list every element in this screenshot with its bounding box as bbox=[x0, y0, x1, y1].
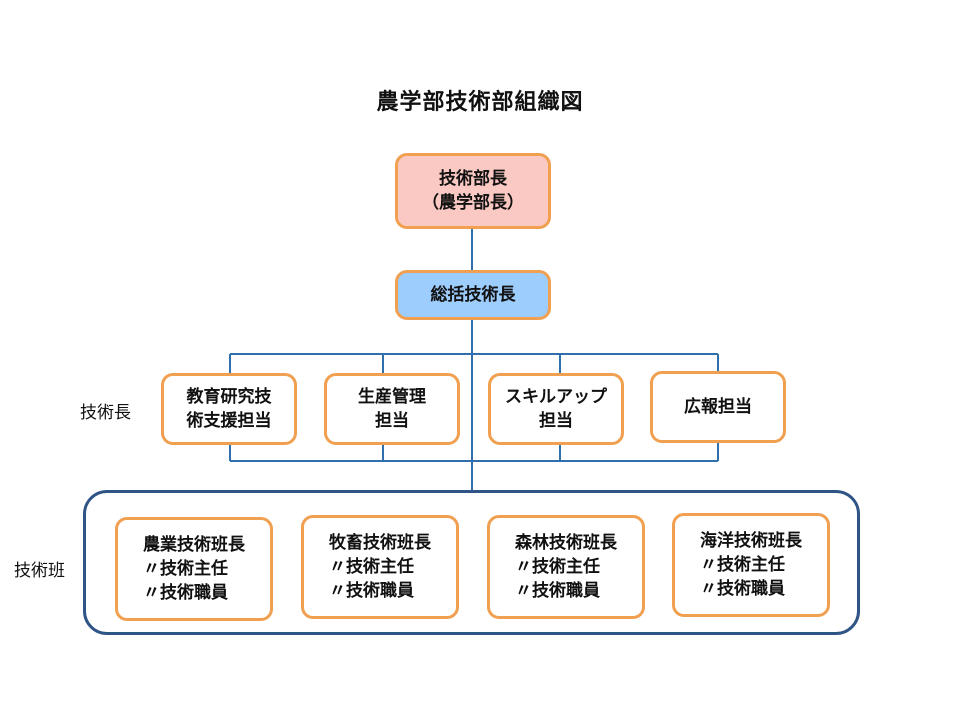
engineer-chief-box-skillup: スキルアップ 担当 bbox=[488, 373, 624, 445]
engineer-chief-line: 教育研究技 bbox=[186, 387, 272, 407]
team-lead: 牧畜技術班長 bbox=[329, 533, 431, 553]
team-member: 〃技術主任 bbox=[329, 557, 414, 577]
engineer-chief-line: 担当 bbox=[375, 411, 409, 431]
engineer-chief-line: 担当 bbox=[539, 411, 573, 431]
engineer-chief-line: 術支援担当 bbox=[186, 411, 272, 431]
engineer-chief-box-production: 生産管理 担当 bbox=[324, 373, 460, 445]
general-chief-label: 総括技術長 bbox=[430, 285, 516, 305]
team-member: 〃技術主任 bbox=[143, 559, 228, 579]
team-box-forest: 森林技術班長 〃技術主任 〃技術職員 bbox=[487, 515, 645, 619]
department-head-box: 技術部長 （農学部長） bbox=[395, 153, 551, 229]
team-member: 〃技術主任 bbox=[700, 555, 785, 575]
engineer-chief-line: スキルアップ bbox=[505, 387, 607, 407]
team-member: 〃技術主任 bbox=[515, 557, 600, 577]
team-box-agriculture: 農業技術班長 〃技術主任 〃技術職員 bbox=[115, 517, 273, 621]
general-chief-box: 総括技術長 bbox=[395, 270, 551, 320]
team-member: 〃技術職員 bbox=[143, 583, 228, 603]
team-row-label: 技術班 bbox=[14, 561, 65, 581]
engineer-chief-line: 広報担当 bbox=[684, 397, 752, 417]
team-lead: 海洋技術班長 bbox=[700, 531, 802, 551]
team-member: 〃技術職員 bbox=[329, 581, 414, 601]
team-lead: 農業技術班長 bbox=[143, 535, 245, 555]
engineer-chief-box-pr: 広報担当 bbox=[650, 371, 786, 443]
team-member: 〃技術職員 bbox=[515, 581, 600, 601]
team-group-frame bbox=[83, 490, 860, 635]
team-box-livestock: 牧畜技術班長 〃技術主任 〃技術職員 bbox=[301, 515, 459, 619]
team-lead: 森林技術班長 bbox=[515, 533, 617, 553]
page-title: 農学部技術部組織図 bbox=[376, 90, 584, 115]
department-head-title: 技術部長 bbox=[439, 169, 507, 189]
engineer-chief-row-label: 技術長 bbox=[80, 403, 131, 423]
engineer-chief-box-education: 教育研究技 術支援担当 bbox=[161, 373, 297, 445]
team-member: 〃技術職員 bbox=[700, 579, 785, 599]
team-box-marine: 海洋技術班長 〃技術主任 〃技術職員 bbox=[672, 513, 830, 617]
department-head-subtitle: （農学部長） bbox=[422, 193, 524, 213]
engineer-chief-line: 生産管理 bbox=[358, 387, 426, 407]
